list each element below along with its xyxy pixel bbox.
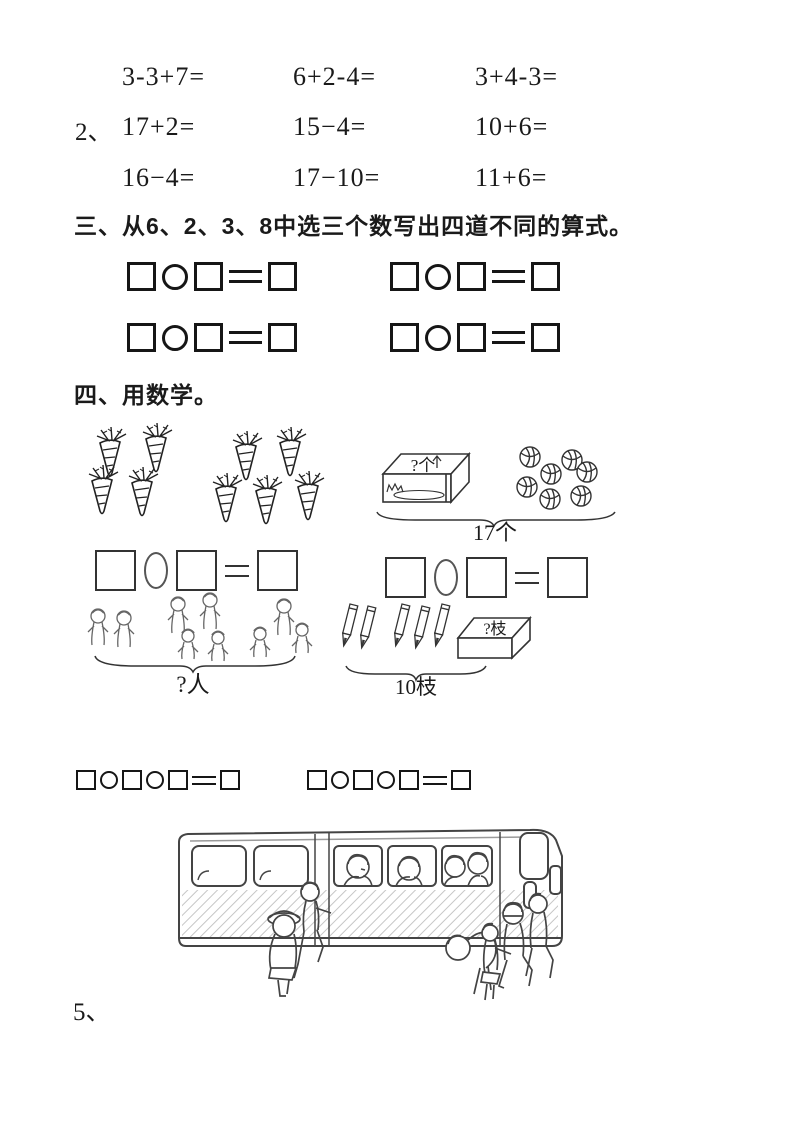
bus-lower-panel [182, 890, 558, 937]
placeholder-circle [331, 771, 349, 789]
up-arrow-doodle [432, 454, 442, 468]
placeholder-box [95, 550, 136, 591]
calc-problem: 11+6= [475, 163, 548, 192]
placeholder-circle [377, 771, 395, 789]
equation-template [390, 262, 560, 291]
placeholder-circle [162, 324, 188, 351]
calc-problem: 15−4= [293, 112, 367, 141]
calc-problem: 17+2= [122, 112, 196, 141]
placeholder-box [127, 262, 156, 291]
box-question-label: ?个 [411, 456, 436, 475]
calc-problem: 3+4-3= [475, 62, 558, 91]
placeholder-box [385, 557, 426, 598]
carrots-illustration [88, 422, 325, 525]
placeholder-circle [144, 552, 168, 589]
bus-illustration [178, 828, 563, 1001]
underbrace [376, 511, 616, 528]
placeholder-equals [515, 571, 539, 584]
calc-problem: 3-3+7= [122, 62, 205, 91]
placeholder-box [531, 323, 560, 352]
section-four-title: 四、用数学。 [74, 382, 218, 408]
placeholder-equals [229, 331, 262, 344]
placeholder-box [220, 770, 240, 790]
placeholder-equals [229, 270, 262, 283]
placeholder-box [76, 770, 96, 790]
placeholder-box [531, 262, 560, 291]
boarding-children-middle [267, 881, 332, 997]
pencils-illustration: ?枝 10枝 [341, 603, 532, 699]
calc-problem: 17−10= [293, 163, 381, 192]
placeholder-box [122, 770, 142, 790]
equation-template [95, 550, 298, 591]
equation-template-long [307, 770, 471, 790]
pencil-box-right [511, 615, 531, 660]
equation-template [127, 323, 297, 352]
placeholder-box [451, 770, 471, 790]
placeholder-box [127, 323, 156, 352]
section-three-title: 三、从6、2、3、8中选三个数写出四道不同的算式。 [74, 213, 634, 239]
children-group-illustration: ?人 [87, 592, 313, 697]
item-number-2: 2、 [75, 119, 113, 146]
placeholder-box [399, 770, 419, 790]
placeholder-box [457, 262, 486, 291]
pencil-box-label: ?枝 [483, 620, 506, 638]
underbrace [345, 665, 487, 683]
underbrace [94, 655, 296, 674]
placeholder-box [390, 262, 419, 291]
placeholder-box [257, 550, 298, 591]
pencil-box-front [457, 637, 513, 659]
placeholder-circle [434, 559, 458, 596]
placeholder-box [466, 557, 507, 598]
placeholder-equals [192, 775, 216, 785]
placeholder-box [353, 770, 373, 790]
equation-template [127, 262, 297, 291]
box-right-face [450, 451, 470, 505]
placeholder-box [547, 557, 588, 598]
boarding-children-right [445, 892, 554, 1001]
calc-problem: 6+2-4= [293, 62, 376, 91]
crown-doodle [386, 482, 404, 493]
equation-template [385, 557, 588, 598]
placeholder-circle [425, 324, 451, 351]
placeholder-box [268, 262, 297, 291]
placeholder-circle [162, 263, 188, 290]
bus-passengers [343, 851, 489, 887]
placeholder-equals [492, 270, 525, 283]
placeholder-box [268, 323, 297, 352]
placeholder-box [307, 770, 327, 790]
placeholder-circle [100, 771, 118, 789]
equation-template-long [76, 770, 240, 790]
calc-problem: 10+6= [475, 112, 549, 141]
placeholder-box [168, 770, 188, 790]
placeholder-equals [225, 564, 249, 577]
placeholder-box [390, 323, 419, 352]
people-question-label: ?人 [176, 672, 209, 697]
placeholder-box [457, 323, 486, 352]
placeholder-circle [425, 263, 451, 290]
placeholder-equals [492, 331, 525, 344]
total-balls-label: 17个 [473, 520, 517, 545]
ball-box-illustration: ?个 17个 [376, 446, 616, 545]
calc-problem: 16−4= [122, 163, 196, 192]
item-number-5: 5、 [73, 999, 111, 1026]
placeholder-box [176, 550, 217, 591]
placeholder-box [194, 323, 223, 352]
placeholder-equals [423, 775, 447, 785]
total-pencils-label: 10枝 [395, 675, 437, 699]
equation-template [390, 323, 560, 352]
placeholder-circle [146, 771, 164, 789]
placeholder-box [194, 262, 223, 291]
